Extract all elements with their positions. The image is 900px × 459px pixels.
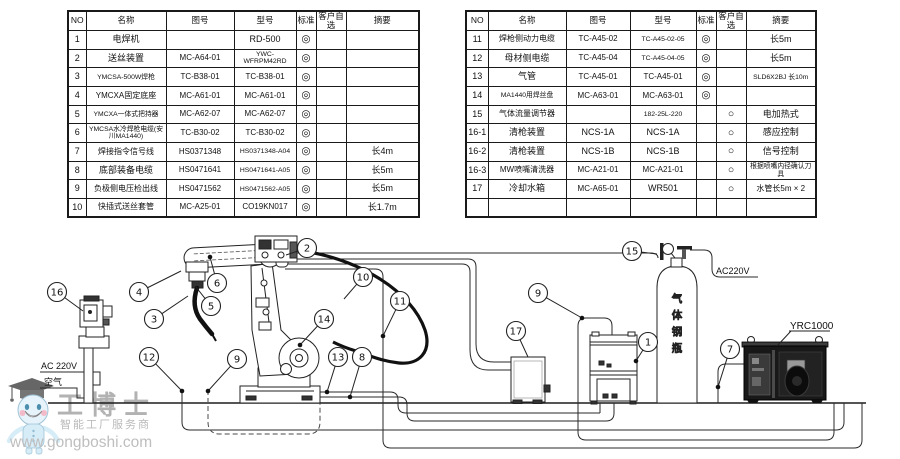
table-header-cell: 客户自选 (715, 10, 747, 31)
callout-17: 17 (505, 320, 529, 358)
svg-text:7: 7 (727, 345, 733, 356)
callout-4: 4 (128, 270, 182, 303)
svg-text:10: 10 (357, 273, 370, 284)
svg-text:15: 15 (626, 247, 639, 258)
svg-text:13: 13 (332, 353, 345, 364)
callout-10: 10 (343, 266, 374, 300)
table-header-cell: 摘要 (745, 10, 817, 31)
watermark: 工博士 智能工厂服务商 www.gongboshi.com (6, 378, 156, 455)
callout-9: 9 (527, 282, 585, 321)
robot-controller: YRC1000 (741, 321, 834, 403)
callout-16: 16 (46, 281, 84, 312)
callout-9: 9 (205, 348, 248, 394)
underground-duct (207, 390, 321, 435)
svg-text:11: 11 (394, 297, 407, 308)
svg-text:4: 4 (136, 288, 142, 299)
svg-text:12: 12 (143, 353, 156, 364)
svg-text:8: 8 (359, 353, 365, 364)
svg-text:5: 5 (208, 302, 214, 313)
table-header-cell: 摘要 (345, 10, 420, 31)
callout-7: 7 (715, 338, 741, 390)
table-cell (745, 198, 817, 218)
svg-text:9: 9 (234, 355, 240, 366)
callout-5: 5 (195, 286, 222, 317)
wire-feeder (254, 235, 298, 263)
cleaner-power-label: AC 220V (41, 361, 77, 371)
svg-text:16: 16 (51, 288, 64, 299)
robot-arm (183, 235, 321, 404)
welding-torch (185, 261, 217, 342)
callout-3: 3 (143, 295, 189, 330)
svg-text:2: 2 (304, 244, 310, 255)
callout-12: 12 (138, 346, 185, 394)
callout-11: 11 (380, 290, 411, 339)
torch-cable (295, 248, 429, 365)
gas-cylinder: 气体钢瓶 (656, 243, 698, 404)
watermark-url: www.gongboshi.com (9, 434, 152, 451)
regulator-power-label: AC220V (716, 266, 750, 276)
table-header-cell: 名称 (487, 10, 567, 31)
watermark-brand: 工博士 (57, 390, 156, 420)
svg-text:17: 17 (510, 327, 523, 338)
table-header-cell: 客户自选 (315, 10, 347, 31)
watermark-tagline: 智能工厂服务商 (60, 417, 151, 431)
callout-1: 1 (633, 331, 659, 364)
table-row (465, 198, 817, 218)
svg-text:14: 14 (318, 315, 331, 326)
controller-model-label: YRC1000 (790, 321, 834, 332)
callout-13: 13 (324, 346, 349, 395)
svg-text:9: 9 (535, 289, 541, 300)
table-header-cell: 标准 (295, 10, 317, 31)
table-header-cell: 型号 (233, 10, 297, 31)
callout-15: 15 (621, 240, 658, 262)
svg-text:3: 3 (151, 315, 157, 326)
mascot-logo (6, 378, 61, 455)
table-cell: 10 (67, 198, 87, 218)
callout-6: 6 (206, 254, 228, 294)
table-cell: 长1.7m (345, 198, 420, 218)
cooling-water-tank (510, 356, 551, 404)
gas-cylinder-label: 气体钢瓶 (672, 292, 683, 355)
torch-cleaning-station (78, 295, 113, 404)
cable-routing (40, 248, 863, 449)
table-header-cell: NO (465, 10, 489, 31)
callout-14: 14 (297, 308, 335, 348)
cleaner-air-label: 空气 (44, 376, 62, 387)
callout-2: 2 (285, 237, 318, 259)
welder-unit (589, 331, 638, 405)
gas-regulator (660, 243, 692, 260)
svg-text:6: 6 (214, 279, 220, 290)
callout-8: 8 (347, 346, 373, 400)
svg-text:1: 1 (645, 338, 651, 349)
